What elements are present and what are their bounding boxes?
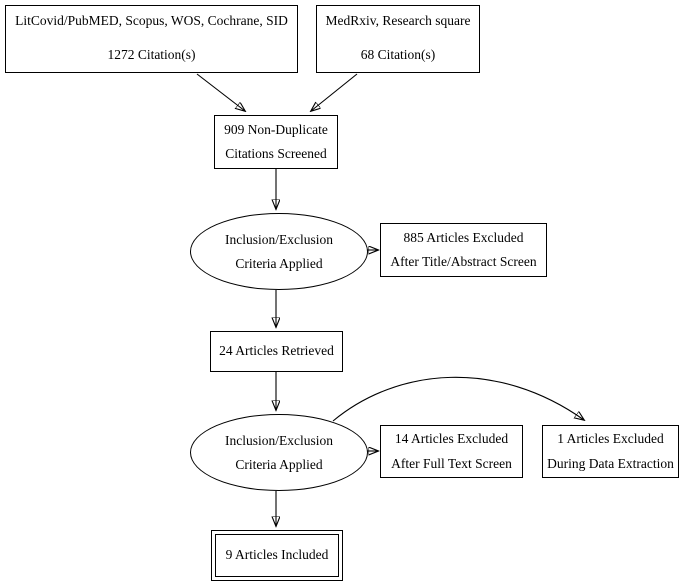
node-articles-included: 9 Articles Included xyxy=(211,530,343,581)
arrow-criteria2-to-excluded-extraction xyxy=(332,376,584,422)
node-label-line2: After Full Text Screen xyxy=(391,455,512,471)
node-label-line1: 14 Articles Excluded xyxy=(394,431,509,447)
node-label-line1: 1 Articles Excluded xyxy=(557,431,664,447)
node-label-line2: Citations Screened xyxy=(225,146,327,161)
node-label-line1: 24 Articles Retrieved xyxy=(219,343,334,359)
node-label-line1: Inclusion/Exclusion xyxy=(225,432,333,448)
node-sources-preprints: MedRxiv, Research square 68 Citation(s) xyxy=(316,5,480,73)
node-sources-databases: LitCovid/PubMED, Scopus, WOS, Cochrane, … xyxy=(5,5,298,73)
node-label-line1: MedRxiv, Research square xyxy=(325,13,471,28)
node-label-line1: Inclusion/Exclusion xyxy=(225,231,333,247)
arrow-sources-main-to-screened xyxy=(196,73,245,111)
node-articles-retrieved: 24 Articles Retrieved xyxy=(210,331,343,372)
arrow-sources-preprint-to-screened xyxy=(311,73,358,111)
node-label-line2: After Title/Abstract Screen xyxy=(390,254,537,269)
node-excluded-data-extraction: 1 Articles Excluded During Data Extracti… xyxy=(542,425,679,478)
node-label-line2: 1272 Citation(s) xyxy=(107,46,196,62)
node-criteria-full-text: Inclusion/Exclusion Criteria Applied xyxy=(190,414,368,491)
node-label-line1: LitCovid/PubMED, Scopus, WOS, Cochrane, … xyxy=(15,13,288,28)
node-excluded-full-text: 14 Articles Excluded After Full Text Scr… xyxy=(380,425,523,478)
node-label-line1: 885 Articles Excluded xyxy=(403,229,524,245)
node-excluded-title-abstract: 885 Articles Excluded After Title/Abstra… xyxy=(380,223,547,277)
node-label-line2: Criteria Applied xyxy=(235,456,323,472)
node-label-line2: 68 Citation(s) xyxy=(360,46,436,62)
node-articles-included-inner-border: 9 Articles Included xyxy=(215,534,339,577)
node-label-line2: During Data Extraction xyxy=(547,455,674,471)
node-nonduplicate-screened: 909 Non-Duplicate Citations Screened xyxy=(214,115,338,169)
node-label-line1: 909 Non-Duplicate xyxy=(224,121,328,137)
node-label-line1: 9 Articles Included xyxy=(225,547,329,563)
node-label-line2: Criteria Applied xyxy=(235,255,323,271)
node-criteria-title-abstract: Inclusion/Exclusion Criteria Applied xyxy=(190,213,368,290)
